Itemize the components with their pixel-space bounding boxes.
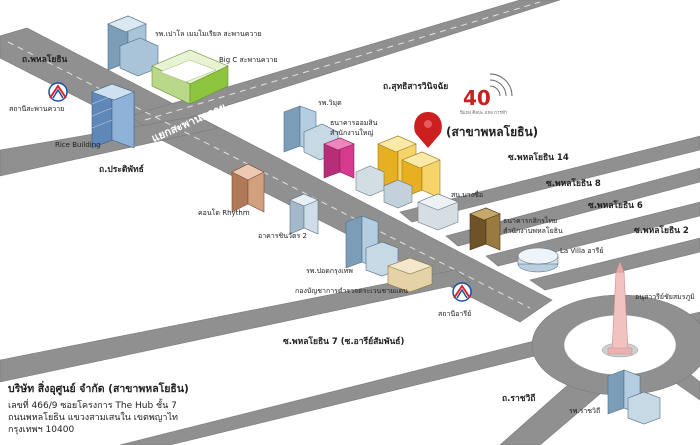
company-name: บริษัท สิ่งอุศูนย์ จำกัด (สาขาพหลโยธิน): [8, 383, 189, 395]
label-rice-building: Rice Building: [55, 141, 101, 149]
road-label-phahon-top: ถ.พหลโยธิน: [22, 55, 68, 65]
rhythm-condo-building: [231, 163, 265, 213]
road-label-pradipat: ถ.ประดิพัทธ์: [99, 165, 144, 175]
label-bts-ari: สถานีอารีย์: [438, 310, 472, 318]
label-rhythm-condo: คอนโด Rhythm: [198, 209, 250, 217]
label-gov-savings-line2: สำนักงานใหญ่: [330, 129, 374, 137]
label-chinawat2: อาคารชินวัตร 2: [258, 232, 307, 240]
bangsue-office-building: [417, 193, 459, 231]
road-label-soi6: ซ.พหลโยธิน 6: [588, 201, 643, 211]
bigc-building: [151, 49, 229, 105]
road-dashes: [7, 1, 541, 309]
road-label-soi7: ซ.พหลโยธิน 7 (ซ.อารีย์สัมพันธ์): [283, 337, 405, 347]
label-branch-name: (สาขาพหลโยธิน): [446, 125, 539, 139]
road-soi-8: [445, 167, 700, 247]
road-soi-7: [0, 269, 471, 383]
road-soi-2: [529, 237, 700, 291]
label-bigc: Big C สะพานควาย: [219, 56, 278, 64]
label-vimut-hospital: รพ.วิมุต: [318, 99, 342, 107]
label-lavilla: La Villa อารีย์: [560, 247, 604, 255]
address-block: บริษัท สิ่งอุศูนย์ จำกัด (สาขาพหลโยธิน) …: [8, 380, 189, 436]
pink-building: [323, 137, 355, 179]
kasikorn-building: [469, 207, 501, 251]
label-bts-saphan-khwai: สถานีสะพานควาย: [9, 105, 65, 113]
yellow-building-right: [401, 151, 441, 199]
logo-caption: ปีแห่ง ศิลปะ แห่ง การทำ: [460, 111, 508, 116]
label-lung-hospital: รพ.ปอดกรุงเทพ: [306, 267, 353, 275]
road-label-soi2: ซ.พหลโยธิน 2: [634, 226, 689, 236]
road-label-soi14: ซ.พหลโยธิน 14: [508, 153, 569, 163]
label-kasikorn-line2: สำนักงานพหลโยธิน: [503, 227, 563, 235]
road-label-ratchawithi: ถ.ราชวิถี: [502, 394, 536, 404]
label-bangsue-office: สน.บางซื่อ: [451, 191, 484, 199]
road-phahon-yothin: [0, 27, 553, 323]
logo-number: 40: [463, 86, 491, 110]
location-pin-icon: [414, 112, 442, 148]
paolo-hospital-building: [107, 15, 159, 77]
road-bottom: [119, 332, 581, 445]
chinawat2-building: [289, 193, 319, 235]
border-patrol-building: [387, 257, 433, 293]
bts-saphan-khwai-icon: [48, 82, 68, 102]
address-line-2: ถนนพหลโยธิน แขวงสามเสนใน เขตพญาไท: [8, 413, 178, 423]
road-label-soi8: ซ.พหลโยธิน 8: [546, 179, 601, 189]
label-kasikorn-line1: ธนาคารกสิกรไทย: [503, 217, 558, 225]
lavilla-building: [517, 247, 559, 273]
rice-building: [91, 83, 135, 149]
road-label-sutthisan: ถ.สุทธิสารวินิจฉัย: [383, 82, 449, 92]
ratchawithi-hospital-building: [607, 369, 661, 425]
bts-ari-icon: [452, 282, 472, 302]
anniversary-logo-icon: [489, 73, 513, 97]
address-line-3: กรุงเทพฯ 10400: [8, 425, 75, 435]
label-border-patrol: กองบัญชาการตำรวจตระเวนชายแดน: [295, 287, 408, 295]
road-soi-14: [399, 135, 700, 223]
small-building-gray: [355, 165, 413, 209]
label-victory-monument: อนุสาวรีย์ชัยสมรภูมิ: [635, 293, 695, 301]
label-gov-savings-line1: ธนาคารออมสิน: [330, 119, 378, 127]
label-ratchawithi-hospital: รพ.ราชวิถี: [569, 407, 601, 415]
address-line-1: เลขที่ 466/9 ซอยโครงการ The Hub ชั้น 7: [8, 401, 177, 411]
label-paolo-hospital: รพ.เปาโล เมมโมเรียล สะพานควาย: [155, 30, 262, 38]
